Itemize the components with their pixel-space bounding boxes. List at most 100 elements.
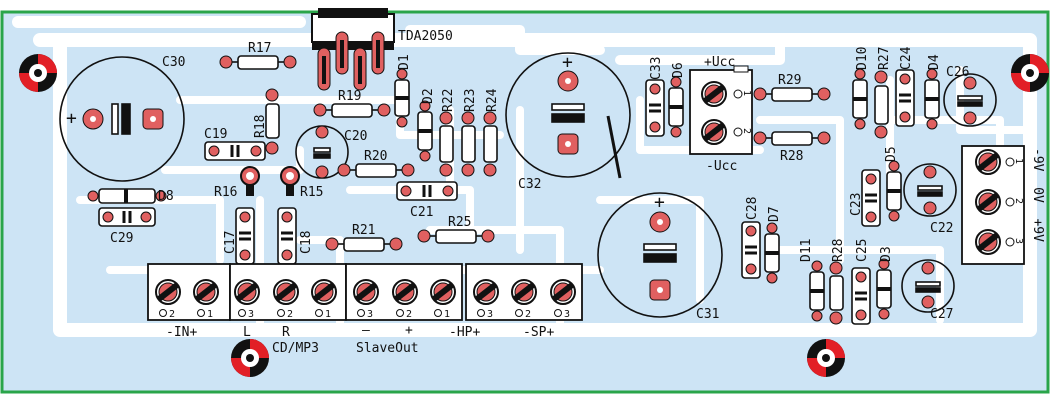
tda2050-label: TDA2050 bbox=[398, 29, 453, 44]
r17-label: R17 bbox=[248, 41, 271, 56]
c31-plus-sign: + bbox=[654, 192, 665, 213]
ucc-pin-2: 2 bbox=[741, 128, 752, 134]
r23-label: R23 bbox=[463, 89, 478, 112]
d1-label: D1 bbox=[397, 54, 412, 70]
c25-label: C25 bbox=[855, 239, 870, 262]
in-pin-1: 1 bbox=[207, 309, 213, 320]
r25-label: R25 bbox=[448, 215, 471, 230]
tda2050-ic bbox=[311, 8, 395, 91]
r22-label: R22 bbox=[441, 89, 456, 112]
in-label: -IN+ bbox=[166, 325, 197, 340]
c22-label: C22 bbox=[930, 221, 953, 236]
terminal-ucc bbox=[689, 65, 753, 155]
l-label: L bbox=[243, 325, 251, 340]
trimmer-r15 bbox=[280, 166, 300, 186]
d4-label: D4 bbox=[927, 54, 942, 70]
c30-label: C30 bbox=[162, 55, 185, 70]
mount-hole-top-left bbox=[19, 54, 57, 92]
ucc-pos-label: +Ucc bbox=[704, 55, 735, 70]
c30-plus-sign: + bbox=[66, 108, 77, 129]
capacitor-c32 bbox=[505, 52, 631, 178]
c32-label: C32 bbox=[518, 177, 541, 192]
hp-pin-3: 3 bbox=[487, 309, 493, 320]
sp-label: -SP+ bbox=[523, 325, 554, 340]
d6-label: D6 bbox=[671, 62, 686, 78]
in-pin-2: 2 bbox=[169, 309, 175, 320]
c27-label: C27 bbox=[930, 307, 953, 322]
mount-hole-bottom-right bbox=[807, 339, 845, 377]
d10-label: D10 bbox=[855, 47, 870, 70]
d5-label: D5 bbox=[884, 146, 899, 162]
slave-pin-3: 3 bbox=[367, 309, 373, 320]
cd-mp3-label: CD/MP3 bbox=[272, 341, 319, 356]
c29-label: C29 bbox=[110, 231, 133, 246]
capacitor-c30 bbox=[59, 56, 185, 182]
resistor-h-pads bbox=[219, 55, 831, 251]
ucc-neg-label: -Ucc bbox=[706, 159, 737, 174]
d3-label: D3 bbox=[879, 246, 894, 262]
c32-plus-sign: + bbox=[562, 52, 573, 73]
copper-traces bbox=[12, 16, 1037, 337]
slave-pin-2: 2 bbox=[406, 309, 412, 320]
r18-label: R18 bbox=[253, 115, 268, 138]
resistor-v-pads bbox=[265, 70, 888, 325]
mount-hole-top-right bbox=[1011, 54, 1049, 92]
hp-label: -HP+ bbox=[449, 325, 480, 340]
cd-pin-3: 3 bbox=[248, 309, 254, 320]
supply-voltage-label: -9V 0V +9V bbox=[1030, 148, 1045, 242]
c18-label: C18 bbox=[299, 231, 314, 254]
supply-pin-1: 1 bbox=[1013, 158, 1024, 164]
resistors-vertical bbox=[265, 85, 889, 311]
r21-label: R21 bbox=[352, 223, 375, 238]
supply-pin-3: 3 bbox=[1013, 238, 1024, 244]
c23-label: C23 bbox=[849, 193, 864, 216]
terminal-pin-circles bbox=[159, 309, 562, 317]
r15-label: R15 bbox=[300, 185, 323, 200]
ceramic-cap-plates bbox=[122, 93, 911, 301]
c31-label: C31 bbox=[696, 307, 719, 322]
diode-pads bbox=[87, 68, 938, 322]
d11-label: D11 bbox=[799, 239, 814, 262]
slave-minus-label: – bbox=[362, 323, 370, 338]
c19-label: C19 bbox=[204, 127, 227, 142]
r28-upper-label: R28 bbox=[780, 149, 803, 164]
slave-out-label: SlaveOut bbox=[356, 341, 419, 356]
mount-hole-bottom-left bbox=[231, 339, 269, 377]
r24-label: R24 bbox=[485, 88, 500, 112]
c24-label: C24 bbox=[899, 46, 914, 70]
capacitor-c31 bbox=[597, 192, 723, 318]
r28-lower-label: R28 bbox=[831, 239, 846, 262]
d8-label: D8 bbox=[158, 189, 174, 204]
diode-bands bbox=[124, 96, 939, 293]
c33-label: C33 bbox=[649, 57, 664, 80]
d7-label: D7 bbox=[767, 206, 782, 222]
capacitor-c22 bbox=[903, 163, 957, 217]
c17-label: C17 bbox=[223, 231, 238, 254]
c26-label: C26 bbox=[946, 65, 969, 80]
r16-label: R16 bbox=[214, 185, 237, 200]
hp-pin-2: 2 bbox=[525, 309, 531, 320]
cd-pin-1: 1 bbox=[325, 309, 331, 320]
ceramic-cap-pads bbox=[102, 73, 911, 321]
d2-label: D2 bbox=[421, 88, 436, 104]
c28-label: C28 bbox=[745, 197, 760, 220]
capacitor-c27 bbox=[901, 259, 955, 313]
r27-label: R27 bbox=[877, 47, 892, 70]
capacitor-c26 bbox=[943, 73, 997, 127]
trimmer-r16 bbox=[240, 166, 260, 186]
r-label: R bbox=[282, 325, 290, 340]
terminal-supply bbox=[961, 145, 1025, 265]
slave-plus-label: + bbox=[405, 323, 413, 338]
cd-pin-2: 2 bbox=[287, 309, 293, 320]
sp-pin-1: 3 bbox=[564, 309, 570, 320]
r29-label: R29 bbox=[778, 73, 801, 88]
ucc-pin-1: 1 bbox=[741, 90, 752, 96]
r19-label: R19 bbox=[338, 89, 361, 104]
c21-label: C21 bbox=[410, 205, 433, 220]
supply-pin-2: 2 bbox=[1013, 198, 1024, 204]
slave-pin-1: 1 bbox=[444, 309, 450, 320]
c20-label: C20 bbox=[344, 129, 367, 144]
r20-label: R20 bbox=[364, 149, 387, 164]
